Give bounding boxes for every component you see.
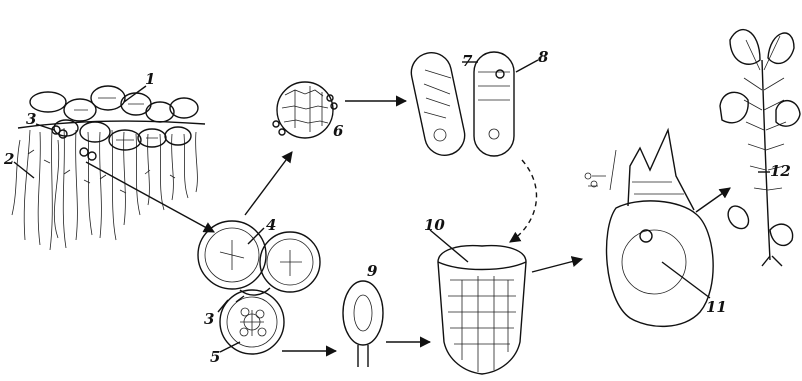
plant-roots: [12, 128, 197, 250]
label-3-plant: 3: [26, 110, 36, 128]
sporocarp-section: [198, 221, 320, 354]
label-2: 2: [3, 150, 14, 168]
arrow-gametophytes-to-megaspore: [510, 160, 537, 242]
label-1: 1: [145, 70, 155, 88]
number-labels: 1 2 3 4 3 5 6 7 8 9 10 11 12: [3, 48, 791, 366]
female-gametophyte: [438, 246, 526, 374]
label-4: 4: [266, 216, 276, 234]
young-sporophyte: [720, 30, 800, 266]
arrow-megaspore-to-embryo: [532, 259, 582, 272]
label-5: 5: [210, 348, 220, 366]
megasporangium: [343, 281, 383, 367]
arrow-embryo-to-sporophyte: [696, 188, 730, 212]
label-3-sporocarp: 3: [204, 310, 214, 328]
label-6: 6: [333, 122, 344, 140]
arrow-plant-to-sporocarp: [86, 162, 214, 232]
label-leaders: [14, 60, 770, 352]
plant-sporophyte: [12, 86, 205, 250]
cycle-arrows: [86, 101, 730, 351]
microsporangium: [273, 82, 337, 138]
label-11: 11: [706, 298, 727, 316]
arrow-sporocarp-to-microsporangium: [245, 152, 292, 215]
label-12: 12: [770, 162, 791, 180]
label-7: 7: [462, 52, 473, 70]
label-9: 9: [367, 262, 378, 280]
label-8: 8: [538, 48, 549, 66]
male-gametophytes: [408, 49, 514, 159]
plant-leaves: [30, 86, 198, 150]
label-10: 10: [424, 216, 445, 234]
embryo-development: [585, 130, 713, 326]
